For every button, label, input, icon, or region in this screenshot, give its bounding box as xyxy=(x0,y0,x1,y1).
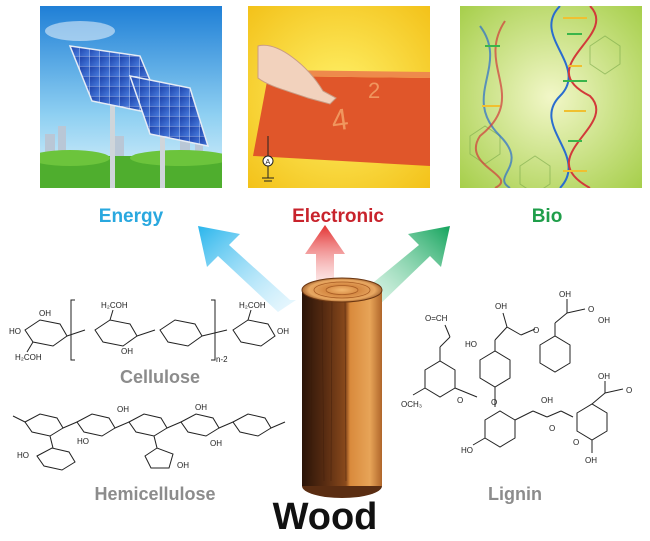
lignin-oh-6: OH xyxy=(585,456,597,465)
wood-title: Wood xyxy=(272,496,378,538)
lignin-oh-4: OH xyxy=(541,396,553,405)
bio-label: Bio xyxy=(531,206,563,227)
lignin-o-2: O xyxy=(533,326,539,335)
lignin-oh-5: OH xyxy=(598,372,610,381)
cellulose-n: n-2 xyxy=(216,355,228,364)
cellulose-oh-2: OH xyxy=(121,347,133,356)
lignin-o-4: O xyxy=(491,398,497,407)
hemi-ho: HO xyxy=(77,437,89,446)
cellulose-ho: HO xyxy=(9,327,21,336)
hemi-oh-3: OH xyxy=(210,439,222,448)
hemi-ho-2: HO xyxy=(17,451,29,460)
cellulose-structure: OH HO H₂COH H₂COH OH H₂COH OH n-2 xyxy=(9,299,289,364)
lignin-ho: HO xyxy=(465,340,477,349)
lignin-ho-2: HO xyxy=(461,446,473,455)
lignin-o: O xyxy=(457,396,463,405)
lignin-oh-3: OH xyxy=(598,316,610,325)
lignin-o-5: O xyxy=(549,424,555,433)
svg-text:A: A xyxy=(266,159,271,166)
lignin-o-3: O xyxy=(588,305,594,314)
lignin-o-6: O xyxy=(573,438,579,447)
cellulose-oh-3: OH xyxy=(277,327,289,336)
energy-image xyxy=(40,6,222,188)
hemi-oh: OH xyxy=(117,405,129,414)
lignin-label: Lignin xyxy=(488,484,542,504)
cellulose-h2coh-3: H₂COH xyxy=(239,301,266,310)
svg-text:2: 2 xyxy=(368,78,380,103)
cellulose-h2coh-2: H₂COH xyxy=(101,301,128,310)
lignin-structure: O=CH O OCH₃ HO OH O OH O OH O HO OH O O … xyxy=(401,290,632,465)
cellulose-label: Cellulose xyxy=(119,367,201,387)
lignin-och3: OCH₃ xyxy=(401,400,422,409)
bio-image xyxy=(460,6,642,188)
cellulose-h2coh: H₂COH xyxy=(15,353,42,362)
hemi-oh-4: OH xyxy=(177,461,189,470)
lignin-aldehyde: O=CH xyxy=(425,314,448,323)
electronic-label: Electronic xyxy=(292,206,384,227)
electronic-image: 4 2 A xyxy=(248,6,430,188)
hemicellulose-structure: OH OH HO OH HO OH xyxy=(12,403,286,471)
hemicellulose-label: Hemicellulose xyxy=(94,484,216,504)
energy-label: Energy xyxy=(98,206,164,227)
wood-log xyxy=(301,277,383,498)
cellulose-oh: OH xyxy=(39,309,51,318)
lignin-oh: OH xyxy=(495,302,507,311)
lignin-o-7: O xyxy=(626,386,632,395)
hemi-oh-2: OH xyxy=(195,403,207,412)
svg-text:4: 4 xyxy=(329,103,350,138)
lignin-oh-2: OH xyxy=(559,290,571,299)
